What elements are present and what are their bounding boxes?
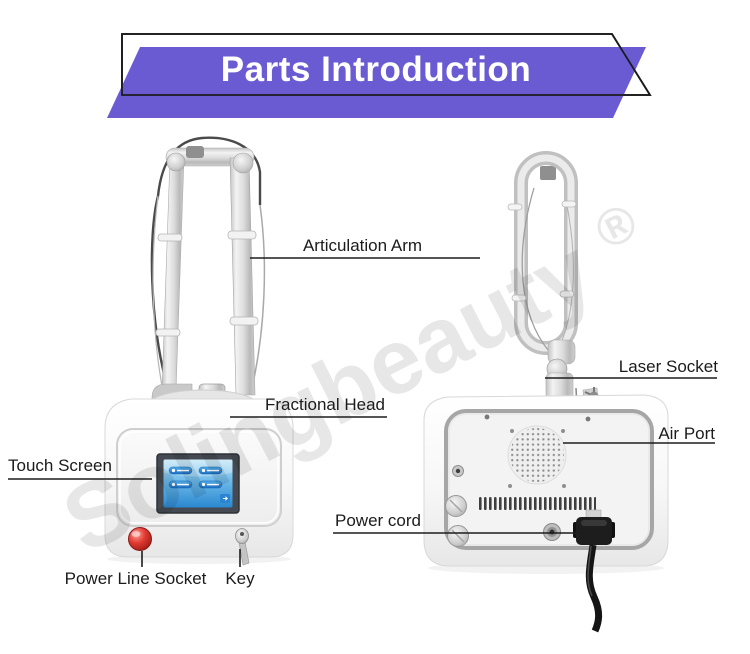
screw	[562, 484, 566, 488]
label-touch-screen: Touch Screen	[8, 456, 112, 475]
arm-right-tube	[229, 157, 256, 396]
power-line-socket	[128, 527, 152, 551]
screen-mode-buttons	[168, 466, 223, 489]
label-air-port: Air Port	[658, 424, 715, 443]
rear-connectors	[445, 465, 561, 547]
air-port	[507, 425, 567, 485]
vent-slots	[478, 497, 596, 510]
cord-cable	[585, 544, 603, 633]
screw	[561, 429, 565, 433]
front-body	[104, 389, 294, 566]
label-fractional-head: Fractional Head	[264, 395, 385, 414]
label-power-line-socket: Power Line Socket	[64, 569, 207, 588]
label-power-cord: Power cord	[335, 511, 421, 530]
arm-back-cable	[521, 187, 549, 351]
key	[235, 528, 250, 566]
leader-lines	[8, 257, 717, 567]
banner-title: Parts Introduction	[220, 50, 532, 89]
banner-outline	[121, 33, 652, 96]
banner-ribbon	[107, 47, 646, 118]
back-body	[423, 394, 669, 633]
machine-front-view	[104, 136, 294, 566]
arm-left-tube	[161, 157, 185, 391]
screw	[484, 414, 490, 420]
label-articulation-arm: Articulation Arm	[302, 236, 423, 255]
power-cord	[573, 509, 615, 633]
label-key: Key	[225, 569, 255, 588]
banner	[107, 33, 652, 118]
screw	[508, 484, 512, 488]
label-laser-socket: Laser Socket	[618, 357, 718, 376]
registered-mark: ®	[586, 192, 646, 261]
machine-back-view	[423, 151, 669, 633]
touch-screen	[156, 453, 240, 514]
screw	[585, 416, 591, 422]
screw	[510, 429, 514, 433]
